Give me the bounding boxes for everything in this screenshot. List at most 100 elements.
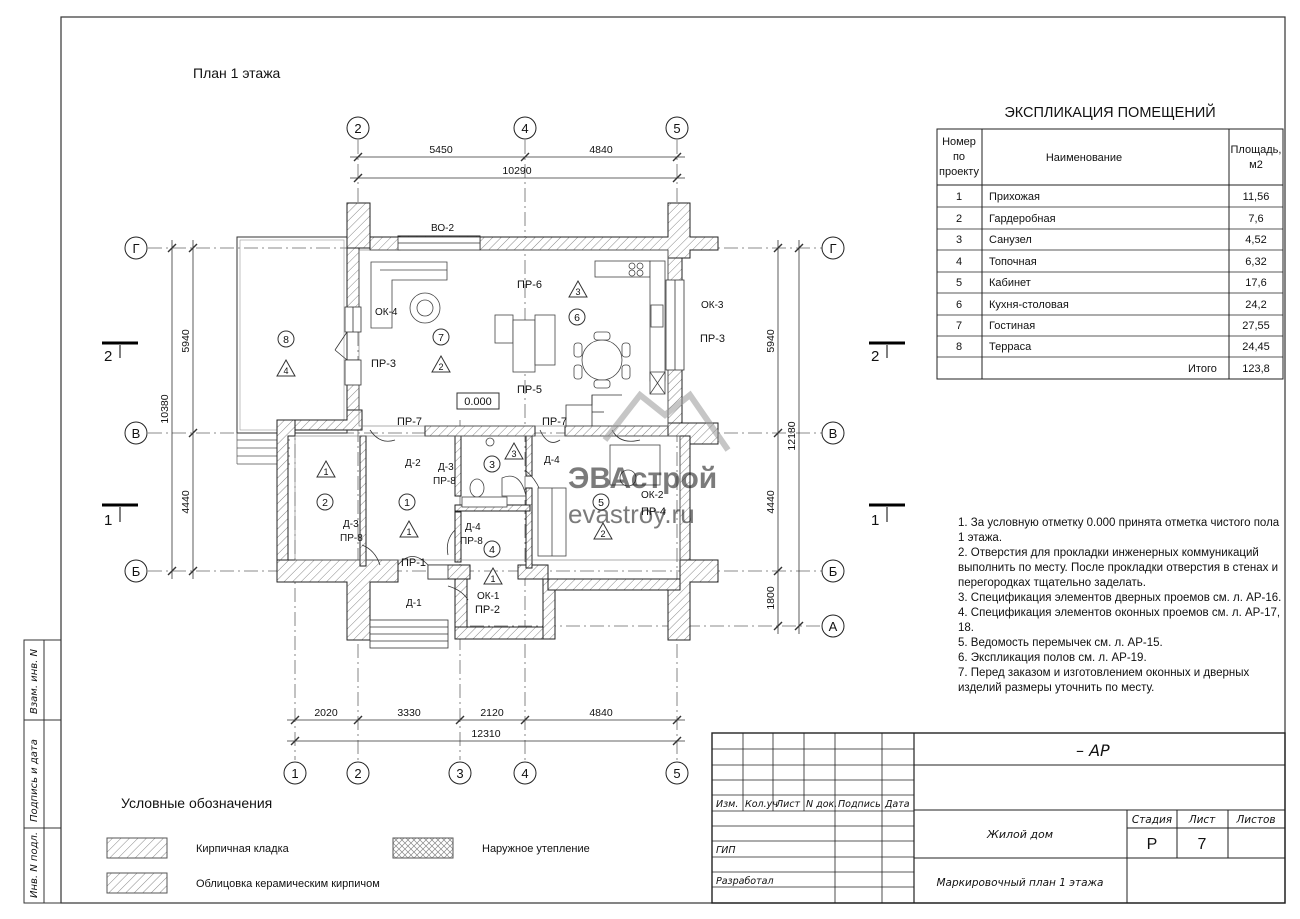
axis-left-G: Г: [124, 236, 148, 260]
section-marks: 2 2 1 1: [102, 341, 905, 529]
legend-swatch-facing: [106, 872, 168, 894]
cell-num: 5: [956, 277, 962, 289]
plan-title: План 1 этажа: [193, 65, 281, 81]
windows: [344, 236, 685, 580]
cell-num: 8: [956, 341, 962, 353]
floor-type: 1: [323, 467, 328, 477]
cell-area: 24,2: [1245, 299, 1266, 311]
axis-label: 5: [673, 766, 680, 781]
col-header-area: Площадь,: [1231, 144, 1282, 156]
stamp-code: – АР: [1076, 741, 1110, 760]
axis-right-B: Б: [821, 559, 845, 583]
stamp-col-header: Кол.уч: [745, 799, 778, 810]
margin-vzam: Взам. инв. N: [29, 649, 40, 714]
axis-label: Г: [829, 241, 836, 256]
stamp-stage-label: Стадия: [1132, 814, 1172, 826]
stamp-col-header: Подпись: [838, 799, 881, 810]
label-pr6: ПР-6: [517, 279, 542, 291]
margin-strip: Инв. N подл. Подпись и дата Взам. инв. N: [23, 639, 62, 904]
dim-text: 3330: [397, 707, 421, 719]
general-notes: 1. За условную отметку 0.000 принята отм…: [958, 516, 1283, 696]
note-item: 4. Спецификация элементов оконных проемо…: [958, 607, 1281, 634]
dim-text: 5940: [765, 329, 777, 353]
watermark-site: evastroy.ru: [568, 499, 695, 529]
label-ok2: ОК-2: [641, 490, 664, 501]
legend-title: Условные обозначения: [121, 795, 272, 811]
note-item: 7. Перед заказом и изготовлением оконных…: [958, 667, 1250, 694]
dim-text: 1800: [765, 586, 777, 610]
axis-top-5: 5: [665, 116, 689, 140]
label-ok3: ОК-3: [701, 300, 724, 311]
floor-type: 1: [406, 527, 411, 537]
label-pr5: ПР-5: [517, 384, 542, 396]
col-header-num: проекту: [939, 166, 979, 178]
axis-label: 5: [673, 121, 680, 136]
note-item: 1. За условную отметку 0.000 принята отм…: [958, 517, 1280, 544]
axis-bottom-2: 2: [346, 761, 370, 785]
axis-bottom-1: 1: [283, 761, 307, 785]
axis-left-B: Б: [124, 559, 148, 583]
axis-label: 2: [354, 121, 361, 136]
room-number: 2: [322, 497, 328, 509]
axis-label: Г: [132, 241, 139, 256]
label-bo2: ВО-2: [431, 223, 454, 234]
floor-type: 3: [511, 449, 516, 459]
cell-area: 11,56: [1243, 191, 1270, 203]
axis-bottom-4: 4: [513, 761, 537, 785]
floor-type: 2: [600, 529, 605, 539]
cell-area: 6,32: [1245, 256, 1266, 268]
stamp-col-header: N док.: [806, 799, 837, 810]
label-d4: Д-4: [465, 522, 481, 533]
cell-num: 2: [956, 213, 962, 225]
margin-inv-podl: Инв. N подл.: [29, 832, 40, 898]
dim-text: 2120: [480, 707, 504, 719]
room-number: 1: [404, 497, 410, 509]
axis-label: 3: [456, 766, 463, 781]
cell-area: 27,55: [1242, 320, 1270, 332]
col-header-num: Номер: [942, 136, 976, 148]
cell-name: Топочная: [989, 256, 1037, 268]
col-header-num: по: [953, 151, 965, 163]
room-number: 6: [574, 312, 580, 324]
note-item: 2. Отверстия для прокладки инженерных ко…: [958, 547, 1279, 589]
room-markers: 1 2 3 4 5 6 7 8: [277, 308, 610, 558]
axis-label: 4: [521, 766, 528, 781]
cell-num: 6: [956, 299, 962, 311]
cell-name: Терраса: [989, 341, 1032, 353]
axis-label: В: [829, 426, 838, 441]
legend-swatch-brick: [106, 837, 168, 859]
stamp-object: Жилой дом: [986, 828, 1053, 841]
note-item: 5. Ведомость перемычек см. л. АР-15.: [958, 637, 1163, 649]
stamp-sheet: 7: [1198, 836, 1207, 853]
dim-text: 12180: [786, 421, 798, 450]
cell-name: Санузел: [989, 234, 1032, 246]
axis-label: Б: [829, 564, 838, 579]
axis-bottom-3: 3: [448, 761, 472, 785]
margin-podpis: Подпись и дата: [29, 739, 40, 822]
dim-text: 4440: [765, 490, 777, 514]
dim-text: 4840: [589, 144, 613, 156]
axis-label: В: [132, 426, 141, 441]
axis-right-A: А: [821, 614, 845, 638]
axis-right-G: Г: [821, 236, 845, 260]
axis-label: 4: [521, 121, 528, 136]
label-d2: Д-2: [405, 458, 421, 469]
cell-num: 1: [956, 191, 962, 203]
explication-title: ЭКСПЛИКАЦИЯ ПОМЕЩЕНИЙ: [1004, 103, 1215, 121]
axis-markers: 2 4 5 1 2 3 4 5 Г В Б Г В Б А: [124, 116, 845, 785]
cell-name: Прихожая: [989, 191, 1040, 203]
label-d1: Д-1: [406, 598, 422, 609]
axis-top-2: 2: [346, 116, 370, 140]
level-mark-text: 0.000: [464, 396, 492, 408]
furniture: [370, 260, 666, 557]
section-label: 2: [104, 348, 112, 365]
dim-text: 10290: [502, 165, 531, 177]
room-number: 5: [598, 497, 604, 509]
level-mark: 0.000: [456, 392, 500, 410]
section-label: 1: [871, 512, 879, 529]
